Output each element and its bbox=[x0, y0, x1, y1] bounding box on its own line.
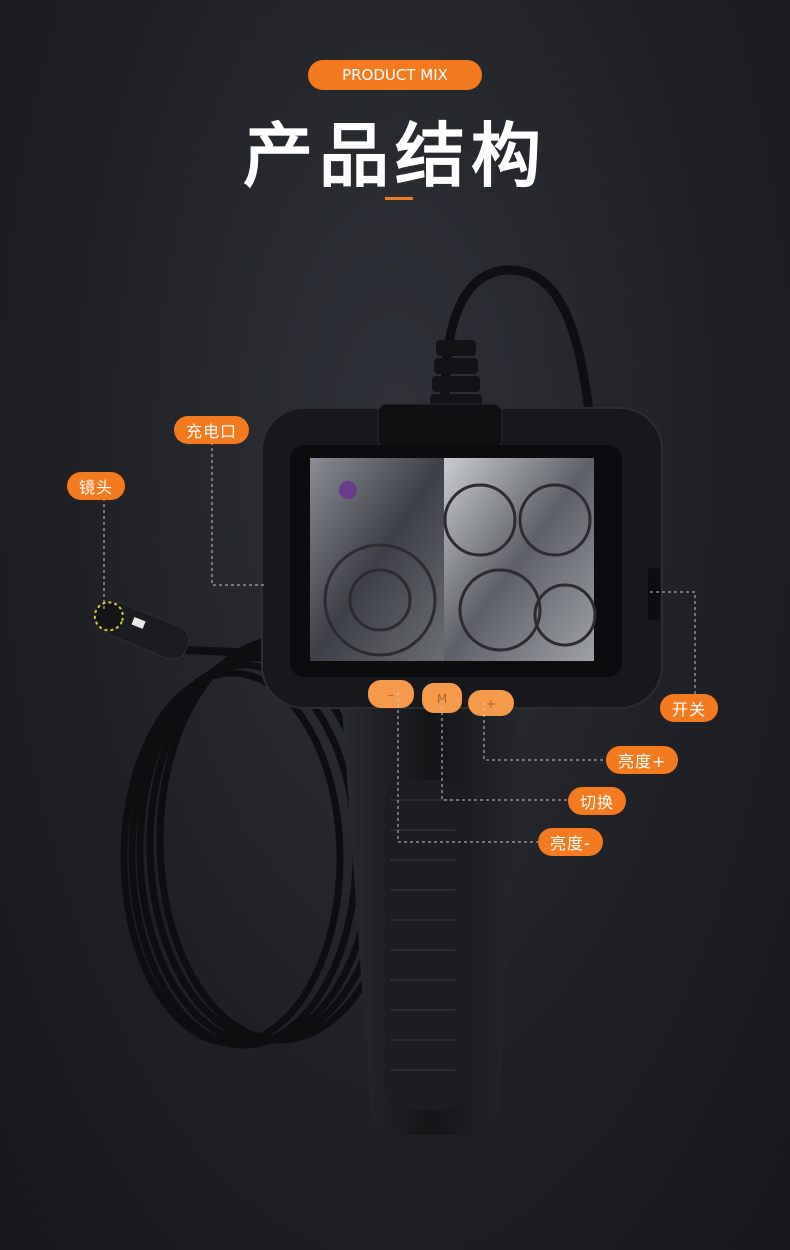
brightness-up-button bbox=[468, 690, 514, 716]
header-tag: PRODUCT MIX bbox=[308, 60, 482, 90]
button-middle-label: M bbox=[437, 692, 447, 706]
label-brightness-up: 亮度+ bbox=[606, 746, 679, 774]
power-switch-slot bbox=[648, 568, 660, 620]
label-lens: 镜头 bbox=[67, 472, 126, 500]
label-brightness-down: 亮度- bbox=[538, 828, 603, 856]
leader-lines bbox=[103, 442, 696, 843]
title-underline bbox=[385, 197, 413, 200]
screen-gears bbox=[323, 483, 597, 657]
label-power-switch: 开关 bbox=[660, 694, 719, 722]
probe-lens bbox=[93, 601, 190, 660]
label-switch-mode: 切换 bbox=[568, 787, 627, 815]
button-left-label: – bbox=[388, 688, 394, 702]
top-cable bbox=[440, 265, 595, 421]
screen-right-view bbox=[444, 458, 594, 661]
page-title: 产品结构 bbox=[243, 115, 547, 197]
label-charging-port: 充电口 bbox=[174, 416, 250, 444]
cable-strain-relief bbox=[430, 340, 482, 408]
screen-highlight bbox=[339, 481, 357, 499]
grip-ridges bbox=[390, 799, 455, 1071]
button-right-label: + bbox=[486, 697, 496, 711]
mode-switch-button bbox=[422, 683, 462, 713]
charging-port-cover bbox=[377, 403, 503, 449]
brightness-down-button bbox=[368, 680, 414, 708]
grip-pad bbox=[385, 780, 460, 1110]
